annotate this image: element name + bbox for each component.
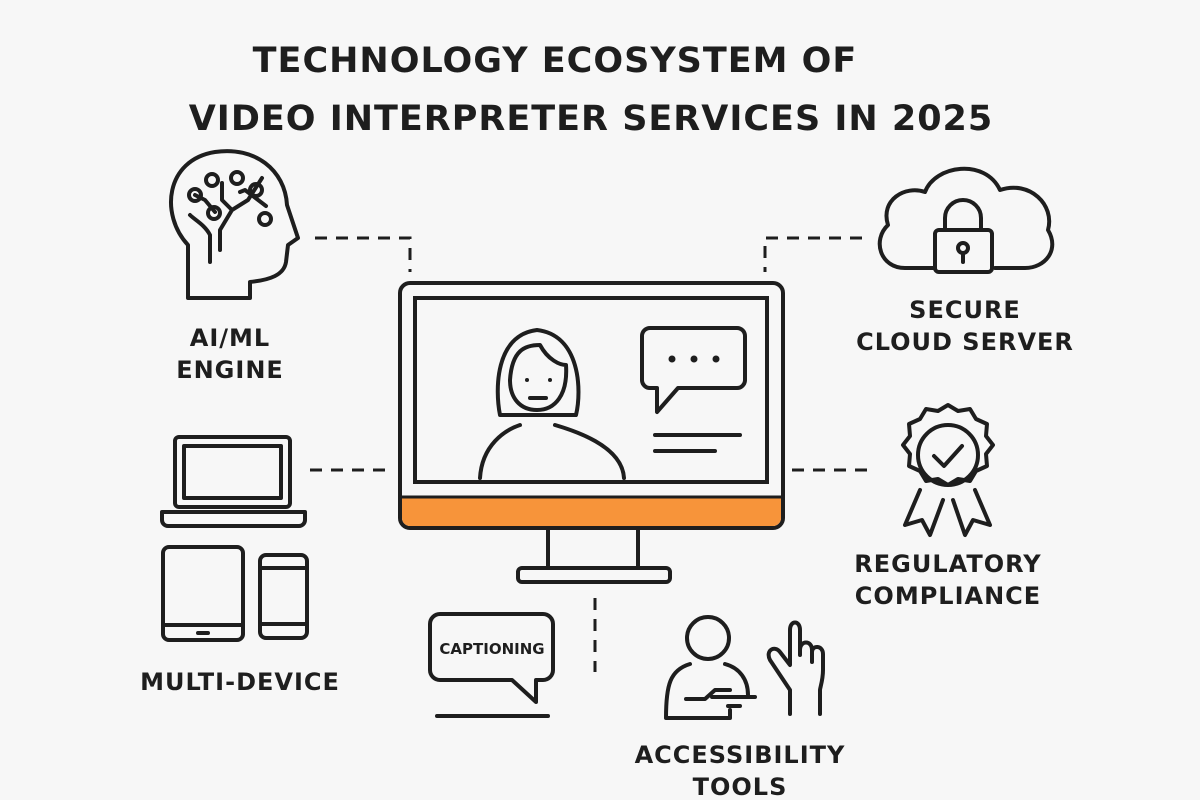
ai-ml-engine-node: AI/ML ENGINE xyxy=(169,149,300,384)
connector-cloud xyxy=(763,236,862,272)
secure-cloud-node: SECURE CLOUD SERVER xyxy=(856,166,1074,356)
accessibility-label-2: TOOLS xyxy=(693,773,788,800)
cloud-lock-icon xyxy=(877,166,1055,274)
chat-bubble-icon xyxy=(640,326,747,453)
accent-bar xyxy=(402,497,781,526)
title-line-2: VIDEO INTERPRETER SERVICES IN 2025 xyxy=(189,99,994,139)
multi-device-node: MULTI-DEVICE xyxy=(140,435,340,696)
ai-ml-label-2: ENGINE xyxy=(176,356,284,384)
accessibility-label-1: ACCESSIBILITY xyxy=(635,741,846,769)
cloud-label-1: SECURE xyxy=(909,296,1021,324)
connector-ai xyxy=(315,236,412,272)
cloud-label-2: CLOUD SERVER xyxy=(856,328,1074,356)
captioning-label: CAPTIONING xyxy=(439,640,544,658)
captioning-node: CAPTIONING xyxy=(428,612,555,718)
devices-label: MULTI-DEVICE xyxy=(140,668,340,696)
regulatory-compliance-node: REGULATORY COMPLIANCE xyxy=(854,403,1041,610)
brain-circuit-head-icon xyxy=(169,149,300,300)
sign-language-icon xyxy=(664,615,825,720)
video-call-monitor-icon xyxy=(398,281,785,584)
person-avatar-icon xyxy=(478,328,626,480)
connectors xyxy=(310,236,872,672)
laptop-tablet-phone-icon xyxy=(160,435,309,642)
award-badge-check-icon xyxy=(901,403,995,537)
accessibility-tools-node: ACCESSIBILITY TOOLS xyxy=(635,615,846,800)
speech-bubble-icon xyxy=(428,612,555,704)
compliance-label-2: COMPLIANCE xyxy=(855,582,1041,610)
title-line-1: TECHNOLOGY ECOSYSTEM OF xyxy=(253,41,858,81)
ai-ml-label-1: AI/ML xyxy=(190,324,270,352)
compliance-label-1: REGULATORY xyxy=(854,550,1041,578)
